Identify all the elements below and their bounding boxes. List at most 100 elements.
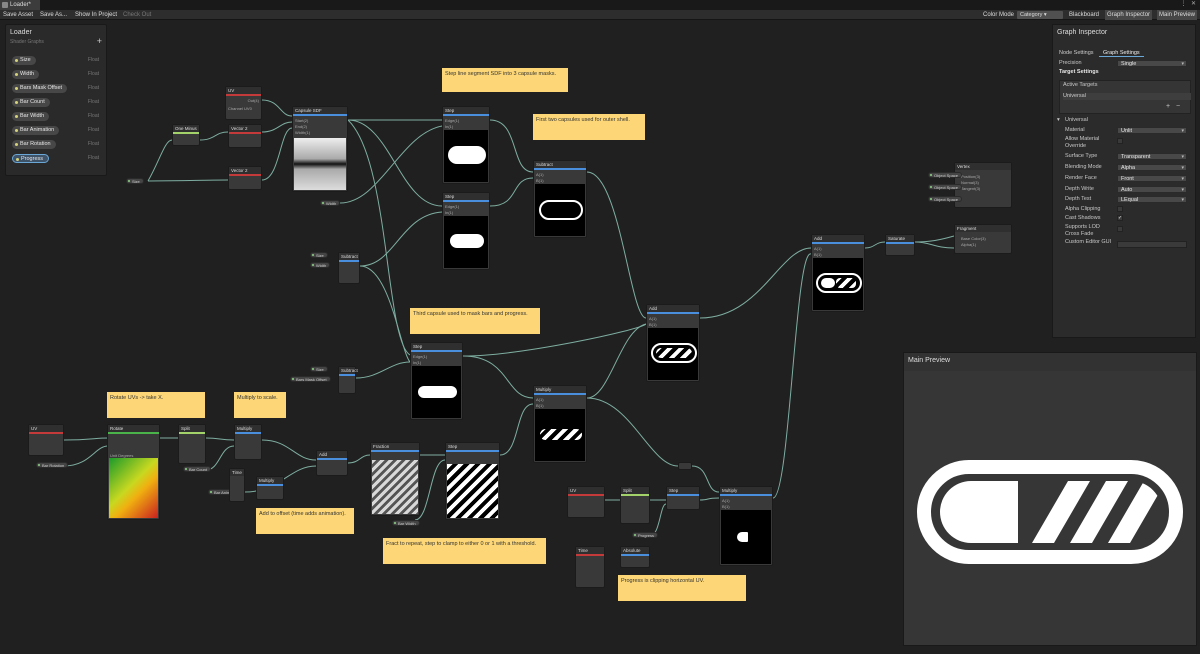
sticky-note[interactable]: Third capsule used to mask bars and prog… <box>410 308 540 334</box>
property-input-bar-width[interactable]: Bar Width <box>392 520 420 526</box>
property-input-width[interactable]: Width <box>320 200 341 206</box>
allow-override-checkbox[interactable] <box>1117 138 1123 144</box>
property-bars-mask-offset[interactable]: Bars Mask Offset <box>12 84 68 93</box>
sticky-note[interactable]: First two capsules used for outer shell. <box>533 114 645 140</box>
step-node[interactable]: Step Edge(1)In(1) <box>442 192 490 270</box>
absolute-node[interactable]: Absolute <box>620 546 650 568</box>
node-preview <box>648 328 698 380</box>
saturate-node[interactable]: Saturate <box>885 234 915 256</box>
sticky-note[interactable]: Progress is clipping horizontal UV. <box>618 575 746 601</box>
reroute-node[interactable] <box>678 462 692 470</box>
split-node[interactable]: Split <box>620 486 650 524</box>
add-target-button[interactable]: + <box>1166 103 1171 110</box>
save-as-button[interactable]: Save As... <box>40 12 68 18</box>
property-bar-animation[interactable]: Bar Animation <box>12 126 60 135</box>
multiply-node[interactable]: Multiply A(1)B(1) <box>533 385 587 463</box>
space-input[interactable]: Object Space <box>928 172 963 178</box>
lod-crossfade-checkbox[interactable] <box>1117 226 1123 232</box>
subtract-node[interactable]: Subtract <box>338 252 360 284</box>
surface-type-select[interactable]: Transparent <box>1117 153 1187 161</box>
blackboard-panel: Loader Shader Graphs + Size Float Width … <box>5 24 107 176</box>
fragment-block[interactable]: Fragment Base Color(3)Alpha(1) <box>954 224 1012 254</box>
uv-node[interactable]: UV <box>567 486 605 518</box>
tab-node-settings[interactable]: Node Settings <box>1059 50 1094 56</box>
property-input-size[interactable]: Size <box>310 252 328 258</box>
color-mode-select[interactable]: Category ▾ <box>1017 11 1063 19</box>
property-input-bar-count[interactable]: Bar Count <box>183 466 212 472</box>
uv-node[interactable]: UV Out(4) Channel UV0 <box>225 86 262 120</box>
property-progress[interactable]: Progress <box>12 154 50 163</box>
subtract-node[interactable]: Subtract A(1)B(1) <box>533 160 587 238</box>
node-title: Subtract <box>339 253 359 260</box>
node-title: Subtract <box>339 367 358 374</box>
step-node[interactable]: Step Edge(1)In(1) <box>442 106 490 184</box>
property-input-progress[interactable]: Progress <box>632 532 659 538</box>
add-node[interactable]: Add <box>316 450 348 476</box>
fraction-node[interactable]: Fraction <box>370 442 420 516</box>
main-preview-canvas[interactable] <box>904 371 1196 645</box>
property-input-bar-rotation[interactable]: Bar Rotation <box>36 462 69 468</box>
space-input[interactable]: Object Space <box>928 196 963 202</box>
multiply-node[interactable]: Multiply <box>234 424 262 460</box>
property-bar-width[interactable]: Bar Width <box>12 112 50 121</box>
time-node[interactable]: Time <box>575 546 605 588</box>
property-width[interactable]: Width <box>12 70 40 79</box>
vertex-block[interactable]: Vertex Position(3)Normal(3)Tangent(3) <box>954 162 1012 208</box>
depth-write-select[interactable]: Auto <box>1117 186 1187 194</box>
vector2-node[interactable]: Vector 2 <box>228 166 262 190</box>
graph-inspector-toggle[interactable]: Graph Inspector <box>1105 10 1153 20</box>
sticky-note[interactable]: Add to offset (time adds animation). <box>256 508 354 534</box>
save-asset-button[interactable]: Save Asset <box>3 12 34 18</box>
property-size[interactable]: Size <box>12 56 36 65</box>
sticky-note[interactable]: Multiply to scale. <box>234 392 286 418</box>
alpha-clipping-checkbox[interactable] <box>1117 206 1123 212</box>
close-icon[interactable]: ✕ <box>1190 1 1197 7</box>
custom-editor-gui-field[interactable] <box>1117 241 1187 248</box>
uv-node[interactable]: UV <box>28 424 64 456</box>
add-node[interactable]: Add A(1)B(1) <box>646 304 700 382</box>
add-node[interactable]: Add A(1)B(1) <box>811 234 865 312</box>
remove-target-button[interactable]: − <box>1176 103 1181 110</box>
tab-graph-settings[interactable]: Graph Settings <box>1099 49 1144 57</box>
blackboard-toggle[interactable]: Blackboard <box>1069 12 1100 18</box>
capsule-sdf-node[interactable]: Capsule SDF Start(2)End(2)Width(1) <box>292 106 348 192</box>
depth-test-select[interactable]: LEqual <box>1117 196 1187 204</box>
property-bar-rotation[interactable]: Bar Rotation <box>12 140 56 149</box>
menu-dots-icon[interactable]: ⋮ <box>1180 1 1187 7</box>
target-item-universal[interactable]: Universal <box>1063 93 1191 100</box>
float-dot-icon <box>15 129 18 132</box>
step-node[interactable]: Step <box>445 442 500 520</box>
check-out-button[interactable]: Check Out <box>123 12 152 18</box>
property-bar-count[interactable]: Bar Count <box>12 98 50 107</box>
property-input-width[interactable]: Width <box>310 262 331 268</box>
node-ports: A(1)B(1) <box>649 316 657 327</box>
time-node[interactable]: Time <box>229 468 245 502</box>
space-input[interactable]: Object Space <box>928 184 963 190</box>
property-input-bars-mask-offset[interactable]: Bars Mask Offset <box>290 376 331 382</box>
blending-mode-select[interactable]: Alpha <box>1117 164 1187 172</box>
split-node[interactable]: Split <box>178 424 206 464</box>
vector2-node[interactable]: Vector 2 <box>228 124 262 148</box>
one-minus-node[interactable]: One Minus <box>172 124 200 146</box>
render-face-select[interactable]: Front <box>1117 175 1187 183</box>
property-input-size[interactable]: Size <box>126 178 144 184</box>
sticky-note[interactable]: Step line segment SDF into 3 capsule mas… <box>442 68 568 92</box>
main-preview-toggle[interactable]: Main Preview <box>1157 10 1198 20</box>
step-node[interactable]: Step Edge(1)In(1) <box>410 342 463 420</box>
multiply-node[interactable]: Multiply <box>256 476 284 500</box>
show-in-project-button[interactable]: Show In Project <box>75 12 118 18</box>
step-node[interactable]: Step <box>666 486 700 510</box>
cast-shadows-checkbox[interactable]: ✓ <box>1117 215 1123 221</box>
allow-override-label: Allow Material Override <box>1065 136 1100 149</box>
subtract-node[interactable]: Subtract <box>338 366 358 394</box>
material-select[interactable]: Unlit <box>1117 127 1187 135</box>
sticky-note[interactable]: Rotate UVs -> take X. <box>107 392 205 418</box>
sticky-note[interactable]: Fract to repeat, step to clamp to either… <box>383 538 546 564</box>
multiply-node[interactable]: Multiply A(1)B(1) <box>719 486 773 566</box>
window-tab[interactable]: Loader* <box>0 0 40 10</box>
add-property-button[interactable]: + <box>96 36 102 46</box>
precision-select[interactable]: Single <box>1117 60 1187 68</box>
rotate-node[interactable]: Rotate Unit Degrees <box>107 424 160 520</box>
property-input-size[interactable]: Size <box>310 366 328 372</box>
universal-collapse-icon[interactable]: ▾ <box>1057 117 1060 123</box>
